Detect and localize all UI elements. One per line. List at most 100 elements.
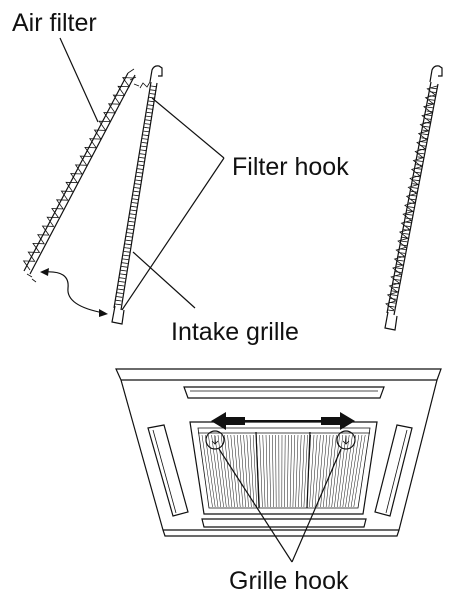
grille-rung — [131, 205, 138, 208]
grille-rung — [135, 179, 142, 182]
grille-stripe — [240, 434, 246, 508]
grille-rung — [119, 273, 127, 276]
vent-left — [147, 424, 189, 517]
grille-rung — [400, 244, 407, 247]
leader-grille-hook-right — [291, 448, 342, 563]
grille-stripe — [201, 434, 213, 508]
assembled-hook-top-icon — [429, 65, 443, 83]
grille-rung — [120, 269, 127, 272]
leader-lines — [59, 37, 225, 311]
label-grille-hook: Grille hook — [229, 567, 349, 595]
grille-rung — [393, 279, 400, 281]
grille-rung — [392, 286, 399, 289]
grille-rung — [411, 187, 418, 189]
grille-stripe — [323, 434, 331, 508]
assembled-hook-bottom-icon — [384, 311, 398, 331]
grille-rung — [404, 225, 411, 227]
grille-stripe — [243, 434, 249, 508]
grille-rung — [408, 202, 415, 204]
grille-rung — [145, 115, 153, 118]
grille-rung — [136, 175, 143, 178]
grille-stripe — [314, 434, 321, 508]
grille-rung — [405, 221, 412, 224]
grille-stripe — [331, 434, 340, 508]
label-filter-hook: Filter hook — [232, 153, 349, 181]
grille-rung — [405, 217, 412, 220]
grille-stripe — [298, 434, 302, 508]
grille-stripe — [350, 434, 363, 508]
grille-stripe — [289, 434, 292, 508]
vent-right-line — [385, 429, 408, 514]
grille-stripe — [303, 434, 308, 508]
grille-rung — [422, 129, 429, 132]
grille-rung — [140, 149, 147, 152]
grille-stripe — [345, 434, 356, 508]
grille-rung — [428, 99, 435, 101]
assembled-rail-left — [386, 81, 432, 314]
grille-stripes — [201, 434, 366, 508]
grille-rung — [398, 256, 405, 258]
grille-rung — [423, 125, 430, 128]
grille-rung — [149, 96, 156, 99]
grille-rung — [124, 247, 131, 249]
grille-rung — [114, 303, 122, 306]
grille-rung — [388, 305, 395, 308]
grille-rung — [139, 157, 146, 159]
grille-rung — [121, 266, 128, 268]
grille-stripe — [334, 434, 344, 508]
intake-grille-side-view — [111, 65, 163, 325]
grille-rung — [129, 217, 136, 219]
grille-rung — [145, 119, 152, 121]
grille-rung — [413, 179, 420, 182]
grille-rung — [141, 145, 148, 148]
grille-rung — [409, 198, 416, 201]
grille-stripe — [287, 434, 289, 508]
grille-rung — [142, 134, 149, 137]
grille-stripe — [272, 434, 274, 508]
grille-rung — [387, 309, 395, 312]
grille-rung — [406, 213, 413, 216]
grille-stripe — [348, 434, 360, 508]
grille-divider-left — [255, 431, 260, 509]
grille-stripe — [252, 434, 258, 508]
air-filter-top-tabs — [127, 68, 140, 87]
grille-rung — [410, 194, 417, 197]
grille-rung — [419, 145, 426, 147]
grille-rung — [146, 111, 153, 114]
grille-rung — [141, 142, 148, 144]
grille-stripe — [309, 434, 315, 508]
arrow-head-left — [40, 268, 49, 276]
grille-rung — [150, 85, 158, 88]
grille-stripe — [284, 434, 286, 508]
grille-rung — [148, 100, 155, 103]
grille-stripe — [214, 434, 224, 508]
grille-stripe — [246, 434, 252, 508]
grille-rail-left — [113, 81, 152, 309]
grille-rung — [413, 175, 420, 178]
grille-rung — [136, 172, 143, 174]
grille-stripe — [230, 434, 238, 508]
grille-rung — [399, 248, 406, 250]
grille-rungs — [114, 85, 158, 306]
grille-stripe — [275, 434, 277, 508]
grille-rung — [427, 106, 434, 109]
grille-divider-right — [306, 431, 311, 509]
assembled-rungs — [387, 87, 438, 312]
grille-rung — [142, 138, 149, 140]
grille-rung — [390, 294, 398, 296]
grille-rung — [394, 275, 401, 277]
assembled-rail-right — [393, 83, 439, 316]
vent-left-line — [152, 429, 177, 514]
grille-rung — [123, 254, 130, 257]
panel-outline — [120, 379, 438, 531]
grille-rung — [402, 236, 409, 239]
grille-hook-left-icon — [205, 430, 225, 450]
grille-rung — [395, 271, 402, 273]
grille-stripe — [233, 434, 241, 508]
grille-stripe — [268, 434, 271, 508]
grille-rung — [123, 251, 130, 253]
assembled-filter-zigzag — [385, 85, 438, 311]
grille-stripe — [300, 434, 305, 508]
leader-intake-grille — [132, 251, 196, 309]
grille-rung — [138, 160, 145, 163]
